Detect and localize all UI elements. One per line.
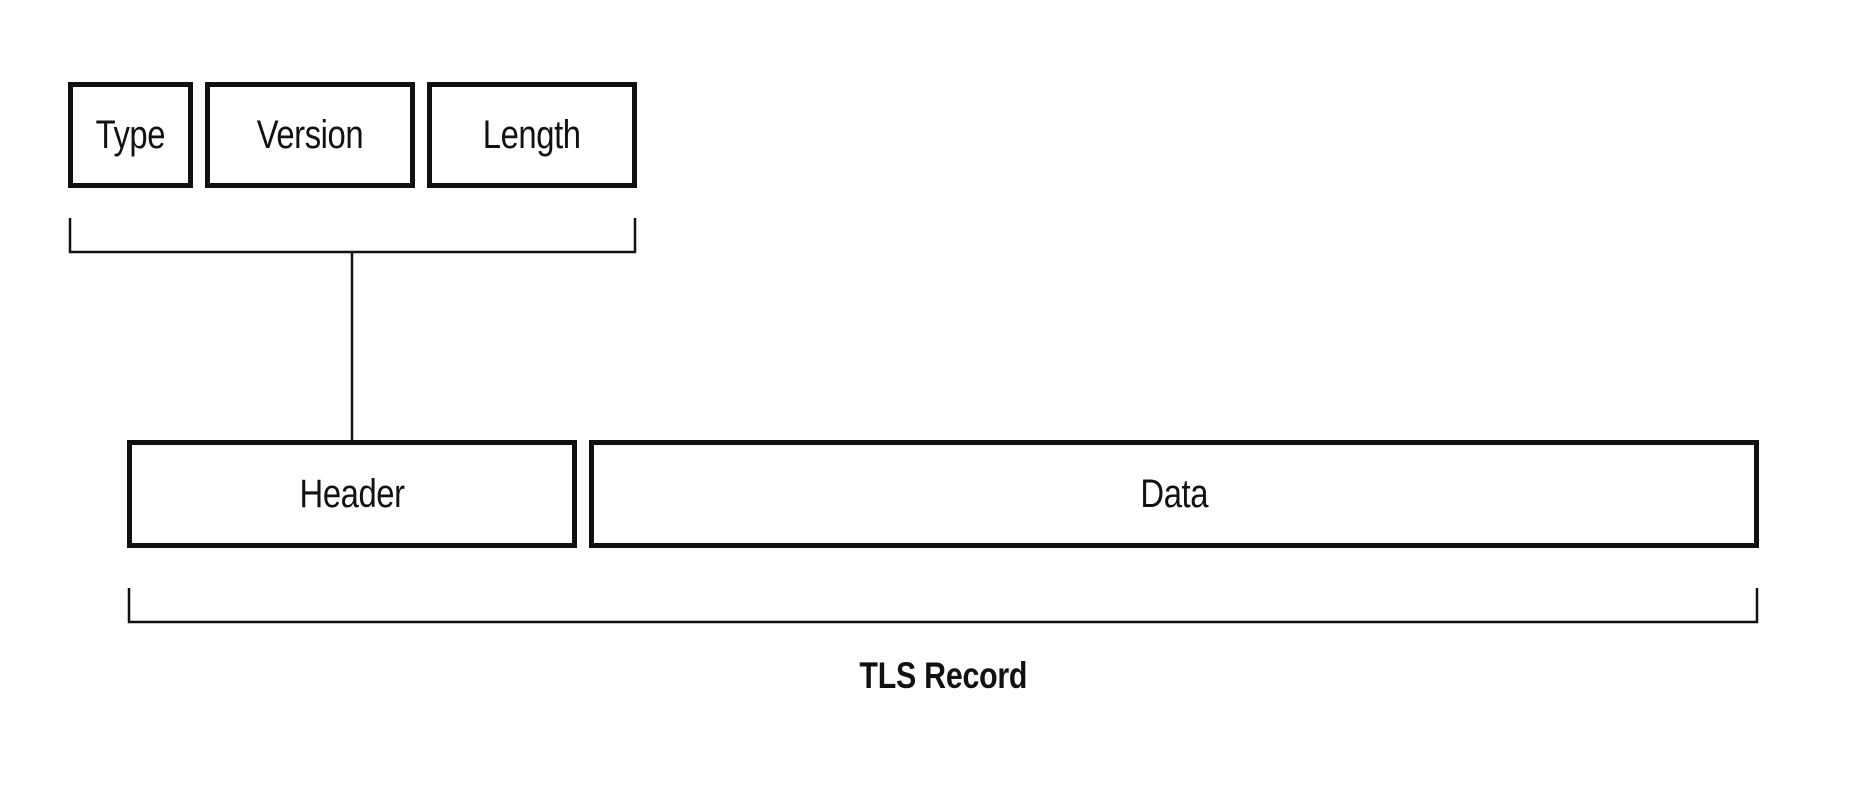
field-version-label: Version bbox=[256, 112, 364, 157]
record-data-label: Data bbox=[1140, 471, 1208, 516]
field-type-box: Type bbox=[68, 82, 193, 188]
tls-record-caption-text: TLS Record bbox=[859, 655, 1027, 696]
field-length-box: Length bbox=[427, 82, 637, 188]
record-data-box: Data bbox=[589, 440, 1759, 548]
tls-record-bracket bbox=[127, 588, 1759, 624]
record-header-box: Header bbox=[127, 440, 577, 548]
header-fields-bracket bbox=[68, 218, 637, 254]
tls-record-caption: TLS Record bbox=[0, 655, 1856, 697]
field-version-box: Version bbox=[205, 82, 415, 188]
field-type-label: Type bbox=[95, 112, 166, 157]
field-length-label: Length bbox=[483, 112, 581, 157]
record-header-label: Header bbox=[299, 471, 405, 516]
